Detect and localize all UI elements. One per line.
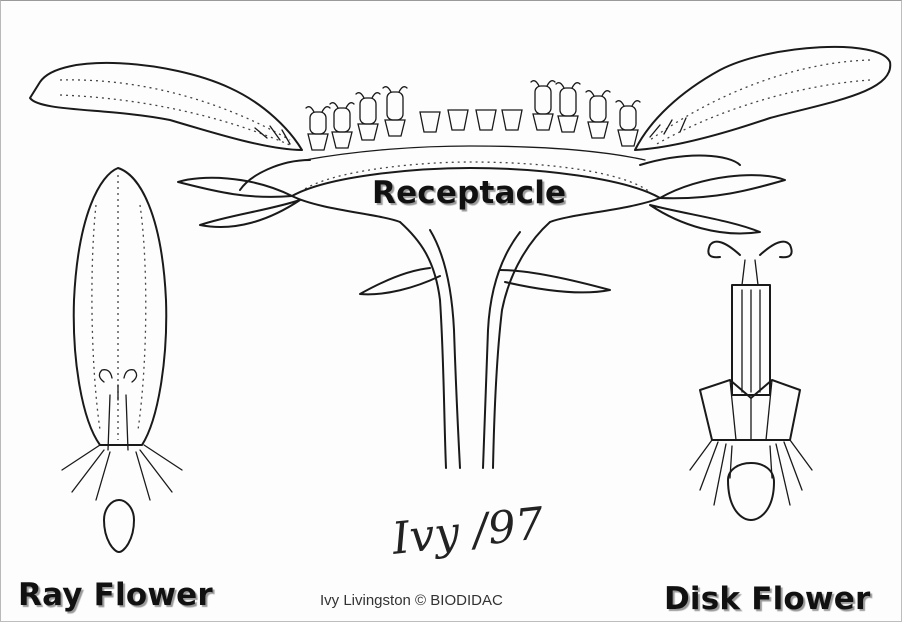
- disk-florets-on-head: [305, 81, 645, 160]
- ray-flower-label: Ray Flower: [18, 577, 213, 613]
- disk-flower-label: Disk Flower: [664, 581, 870, 617]
- ray-flower-illustration: [62, 168, 182, 552]
- left-ray-petal: [30, 63, 302, 150]
- receptacle-label: Receptacle: [372, 175, 566, 211]
- stem: [360, 222, 610, 468]
- right-ray-petal: [635, 47, 890, 150]
- disk-flower-illustration: [690, 242, 812, 520]
- credit-line: Ivy Livingston © BIODIDAC: [320, 592, 503, 609]
